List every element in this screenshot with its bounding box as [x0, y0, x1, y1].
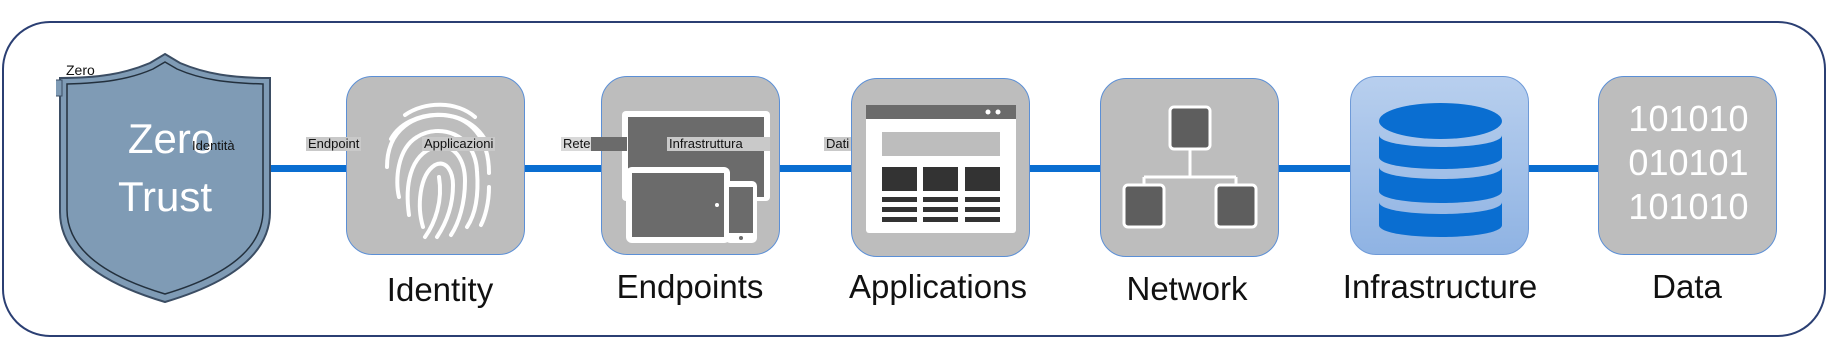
- outer-frame: [2, 21, 1826, 337]
- overlay-tag-dati: Dati: [824, 136, 852, 151]
- pillar-label-identity: Identity: [386, 271, 494, 308]
- shield-title-line1: Zero: [127, 115, 215, 162]
- shield-small-label: Zero: [66, 62, 95, 78]
- zero-trust-shield-icon: [56, 52, 271, 304]
- pillar-label-data: Data: [1652, 268, 1722, 305]
- pillar-label-endpoints: Endpoints: [616, 268, 764, 305]
- infrastructure-tile: [1350, 76, 1529, 255]
- database-icon: [1379, 103, 1502, 237]
- overlay-tag-applicazioni: Applicazioni: [422, 136, 496, 151]
- binary-line-2: 010101: [1628, 142, 1749, 183]
- data-tile: 101010 010101 101010: [1598, 76, 1777, 255]
- endpoints-tile: [601, 76, 780, 255]
- devices-icon: [622, 111, 770, 243]
- pillar-label-infrastructure: Infrastructure: [1342, 268, 1538, 305]
- network-tile: [1100, 78, 1279, 257]
- overlay-tag-endpoint: Endpoint: [306, 136, 362, 151]
- binary-data-icon: 101010 010101 101010: [1599, 97, 1776, 229]
- pillar-label-network: Network: [1126, 270, 1248, 307]
- binary-line-3: 101010: [1628, 186, 1749, 227]
- fingerprint-icon: [385, 102, 491, 239]
- app-window-icon: [866, 105, 1016, 233]
- identity-tile: [346, 76, 525, 255]
- applications-tile: [851, 78, 1030, 257]
- overlay-tag-rete: Rete: [561, 137, 627, 151]
- overlay-tag-infrastruttura: Infrastruttura: [667, 137, 770, 151]
- pillar-label-applications: Applications: [849, 268, 1027, 305]
- shield-title-line2: Trust: [117, 173, 213, 220]
- overlay-tag-identita: Identità: [192, 138, 235, 153]
- network-topology-icon: [1122, 105, 1258, 229]
- overlay-tag-rete-text: Rete: [563, 136, 591, 151]
- binary-line-1: 101010: [1628, 98, 1749, 139]
